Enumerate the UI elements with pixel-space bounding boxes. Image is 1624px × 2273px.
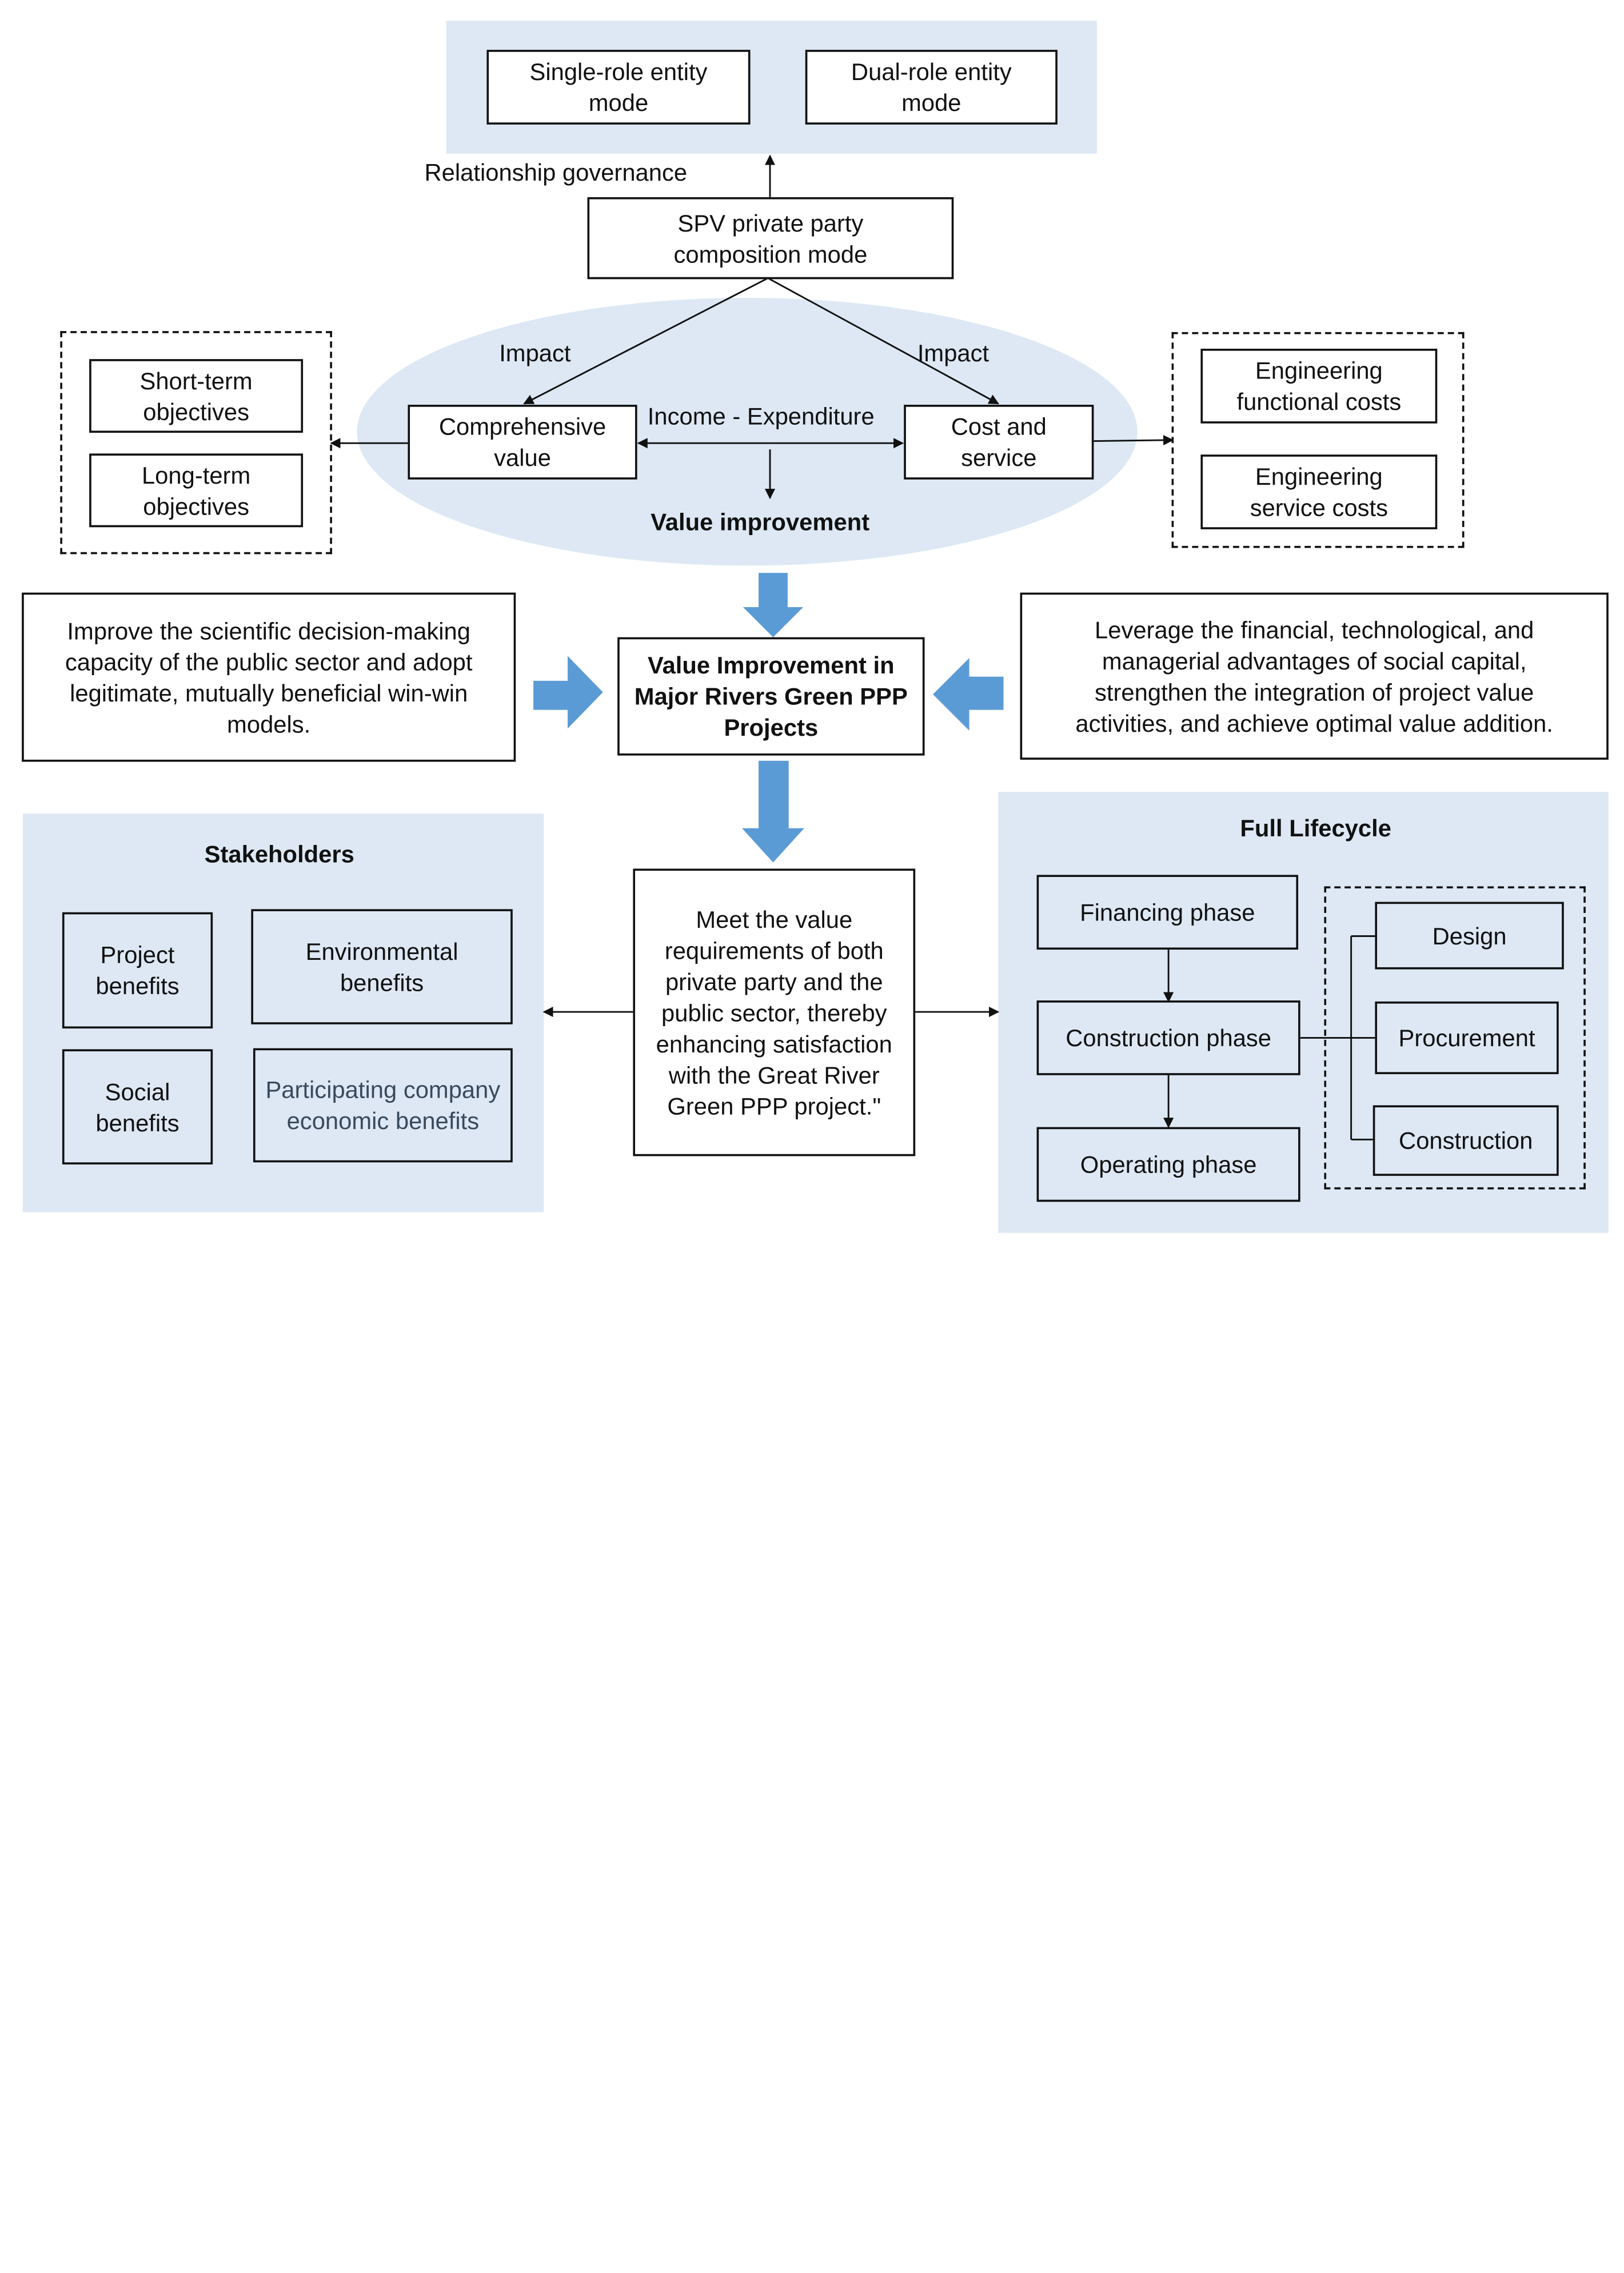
comprehensive-value-box: Comprehensive value <box>408 405 637 480</box>
engineering-functional-costs-label: Engineering functional costs <box>1236 357 1402 416</box>
construction-phase-box: Construction phase <box>1036 1000 1300 1075</box>
down-arrow-top <box>743 573 804 637</box>
single-role-entity-label: Single-role entity mode <box>529 58 708 117</box>
economic-benefits-label: Participating company economic benefits <box>265 1076 501 1135</box>
social-capital-box: Leverage the financial, technological, a… <box>1020 592 1609 760</box>
financing-phase-box: Financing phase <box>1036 875 1299 950</box>
construction-label: Construction <box>1399 1127 1533 1154</box>
meet-requirements-box: Meet the value requirements of both priv… <box>633 868 916 1157</box>
value-improvement-label: Value improvement <box>651 508 870 536</box>
spv-composition-label: SPV private party composition mode <box>673 209 868 268</box>
down-arrow-bottom <box>742 760 804 863</box>
short-term-objectives-box: Short-term objectives <box>89 359 304 433</box>
operating-phase-box: Operating phase <box>1036 1127 1300 1202</box>
cost-service-label: Cost and service <box>951 413 1047 472</box>
engineering-service-costs-label: Engineering service costs <box>1250 462 1388 521</box>
engineering-service-costs-box: Engineering service costs <box>1200 454 1438 529</box>
spv-to-comprehensive-arrow <box>523 277 769 405</box>
construction-bracket <box>1300 935 1376 1141</box>
design-box: Design <box>1375 902 1564 970</box>
impact-left-label: Impact <box>499 339 571 366</box>
environmental-benefits-box: Environmental benefits <box>251 909 513 1024</box>
short-term-objectives-label: Short-term objectives <box>139 366 253 425</box>
main-title-box: Value Improvement in Major Rivers Green … <box>617 637 925 756</box>
cost-service-box: Cost and service <box>904 405 1094 480</box>
engineering-functional-costs-box: Engineering functional costs <box>1200 348 1438 424</box>
design-label: Design <box>1432 922 1507 950</box>
left-arrow-right <box>933 657 1004 731</box>
long-term-objectives-label: Long-term objectives <box>141 461 251 520</box>
procurement-box: Procurement <box>1375 1001 1559 1074</box>
project-benefits-box: Project benefits <box>62 912 213 1029</box>
operating-phase-label: Operating phase <box>1080 1151 1257 1178</box>
impact-right-label: Impact <box>917 339 989 366</box>
dual-role-entity-label: Dual-role entity mode <box>851 58 1012 117</box>
to-costs-arrow <box>1092 434 1174 446</box>
economic-benefits-box: Participating company economic benefits <box>253 1048 513 1163</box>
spv-composition-box: SPV private party composition mode <box>587 197 954 280</box>
social-benefits-box: Social benefits <box>62 1049 213 1165</box>
construction-box: Construction <box>1372 1105 1559 1176</box>
social-benefits-label: Social benefits <box>95 1078 179 1136</box>
public-sector-decision-box: Improve the scientific decision-making c… <box>22 592 516 762</box>
main-title-label: Value Improvement in Major Rivers Green … <box>634 652 908 741</box>
comprehensive-value-label: Comprehensive value <box>438 413 606 472</box>
social-capital-label: Leverage the financial, technological, a… <box>1075 616 1554 737</box>
right-arrow-left <box>533 656 603 729</box>
connector-lines <box>330 154 1376 1141</box>
construction-phase-label: Construction phase <box>1066 1024 1272 1052</box>
long-term-objectives-box: Long-term objectives <box>89 453 304 528</box>
relationship-governance-label: Relationship governance <box>424 158 688 186</box>
procurement-label: Procurement <box>1398 1024 1535 1052</box>
stakeholders-title: Stakeholders <box>204 840 354 868</box>
project-benefits-label: Project benefits <box>95 941 179 1000</box>
income-expenditure-label: Income - Expenditure <box>647 402 875 430</box>
environmental-benefits-label: Environmental benefits <box>305 938 458 996</box>
lifecycle-title: Full Lifecycle <box>1240 815 1391 842</box>
financing-phase-label: Financing phase <box>1080 899 1255 926</box>
meet-requirements-label: Meet the value requirements of both priv… <box>656 905 892 1119</box>
single-role-entity-box: Single-role entity mode <box>486 50 751 125</box>
public-sector-decision-label: Improve the scientific decision-making c… <box>65 617 473 737</box>
dual-role-entity-box: Dual-role entity mode <box>805 50 1058 125</box>
spv-to-cost-arrow <box>767 277 1000 405</box>
